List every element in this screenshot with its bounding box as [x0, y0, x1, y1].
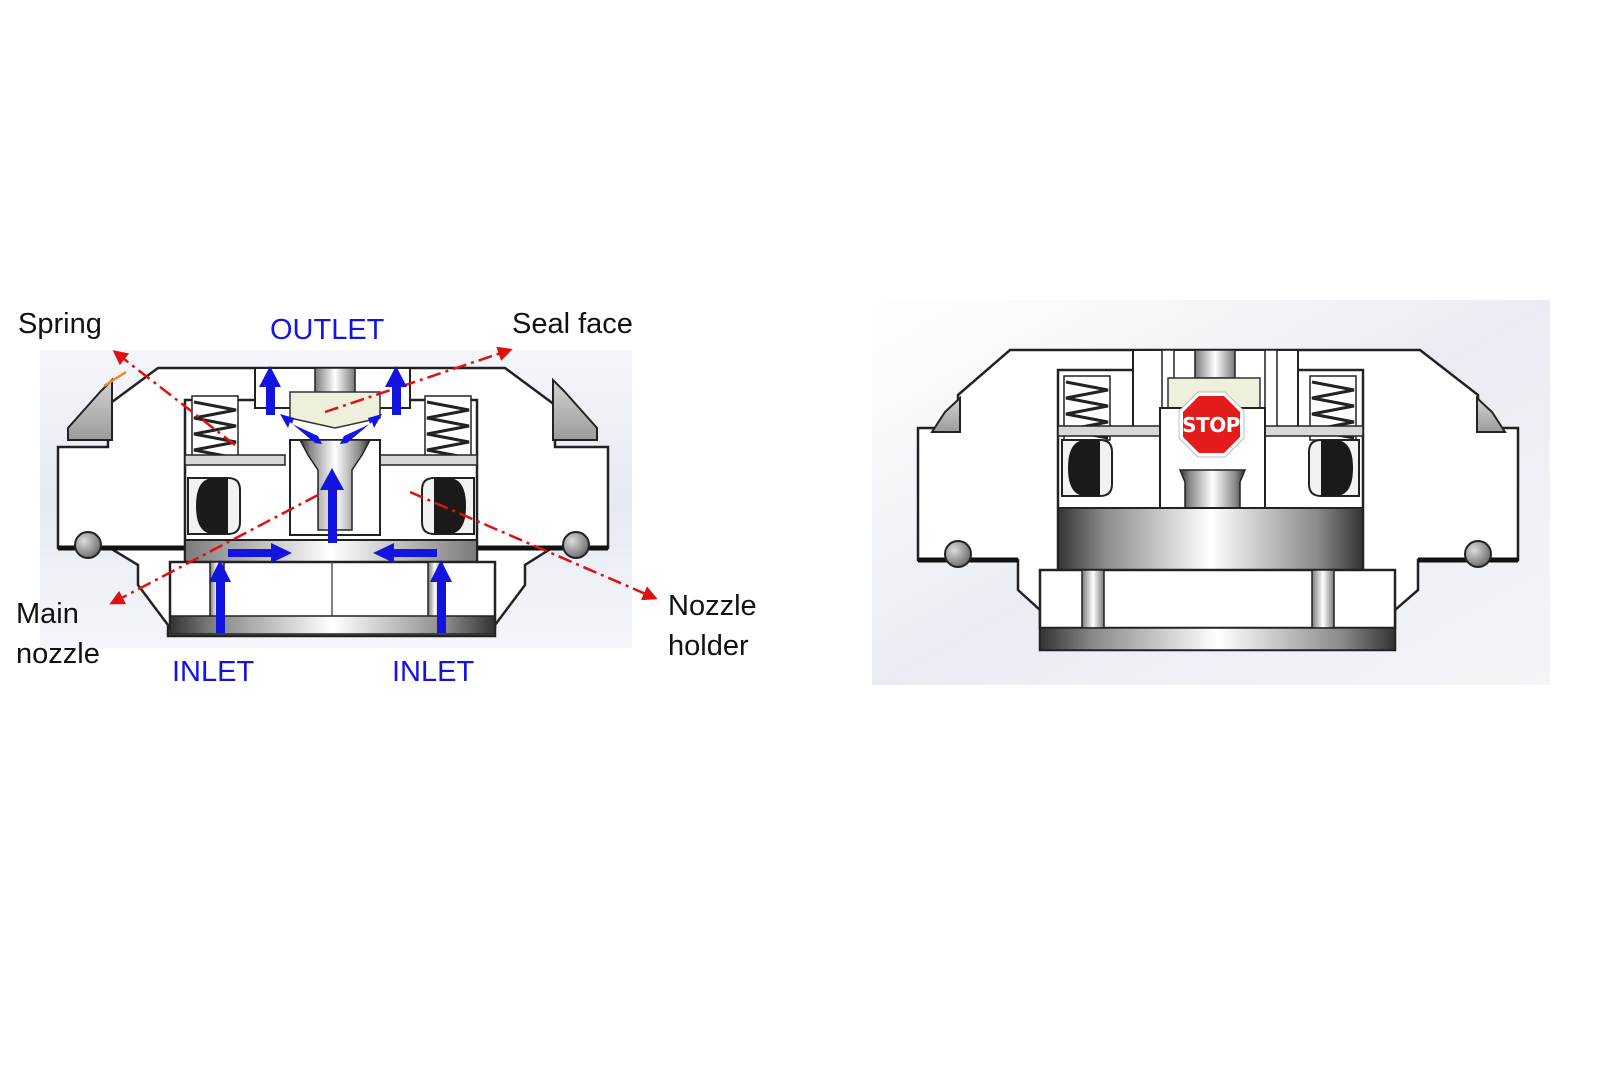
- blue-arrow-icon: [430, 560, 452, 633]
- blue-arrow-icon: [340, 414, 382, 444]
- blue-arrow-icon: [385, 366, 407, 415]
- flow-arrows: [209, 366, 452, 633]
- blue-arrow-icon: [280, 414, 322, 444]
- inlet-right-label: INLET: [392, 656, 475, 688]
- blue-arrow-icon: [259, 366, 281, 415]
- spring-label: Spring: [18, 308, 102, 340]
- spring-leader-line: [112, 350, 236, 446]
- seal-face-leader-line: [324, 346, 513, 414]
- blue-arrow-icon: [373, 543, 437, 563]
- blue-arrow-icon: [228, 543, 292, 563]
- blue-arrow-icon: [209, 560, 231, 633]
- outlet-label: OUTLET: [270, 314, 385, 346]
- right-valve-cross-section: [872, 300, 1550, 685]
- main-nozzle-label-line1: Main: [16, 598, 79, 630]
- nozzle-holder-label-line1: Nozzle: [668, 590, 757, 622]
- seal-face-label: Seal face: [512, 308, 633, 340]
- inlet-left-label: INLET: [172, 656, 255, 688]
- nozzle-holder-leader-line: [409, 490, 658, 601]
- main-nozzle-leader-line: [109, 493, 319, 605]
- blue-arrow-icon: [320, 468, 344, 543]
- leader-lines: [109, 346, 658, 605]
- main-nozzle-label-line2: nozzle: [16, 638, 100, 670]
- stop-sign-icon: [1178, 391, 1245, 458]
- nozzle-holder-label-line2: holder: [668, 630, 749, 662]
- stop-sign-text: STOP: [1182, 413, 1240, 437]
